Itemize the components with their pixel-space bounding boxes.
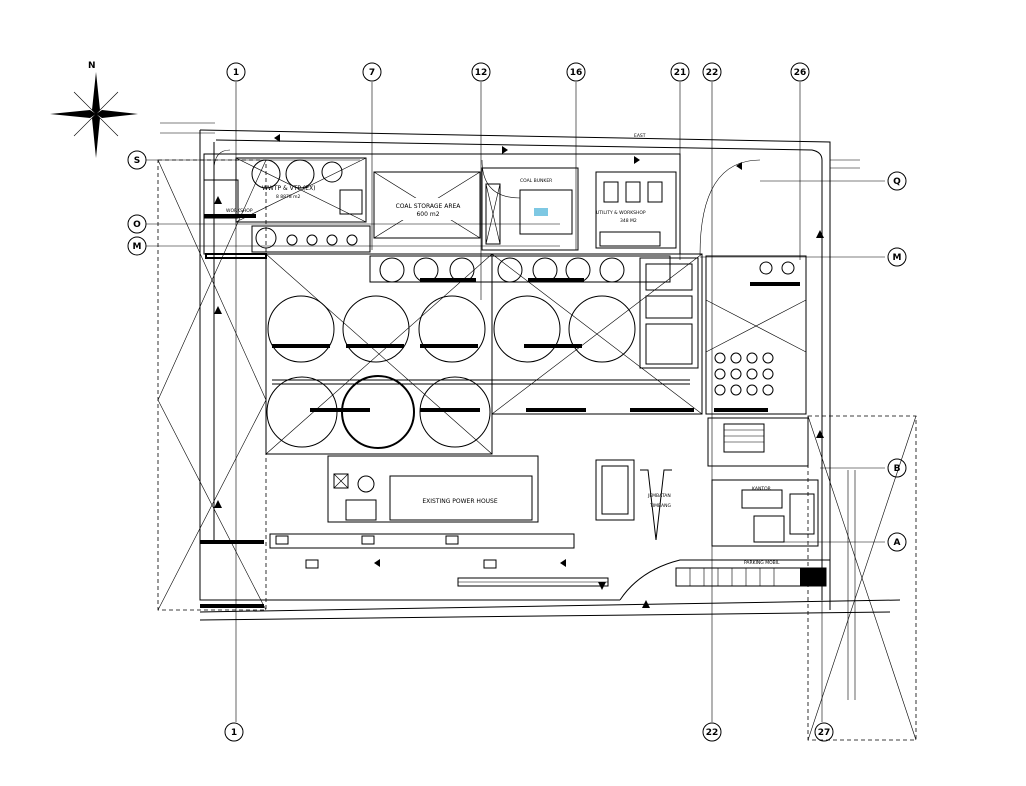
svg-text:A: A <box>894 538 901 548</box>
grid-bubble-bottom-22: 22 <box>702 722 722 742</box>
east-label: EAST <box>634 133 646 139</box>
svg-text:21: 21 <box>674 68 687 78</box>
north-label: N <box>88 61 96 71</box>
svg-text:M: M <box>893 253 902 263</box>
grid-bubble-bottom-1: 1 <box>224 722 244 742</box>
parking-motor <box>457 577 609 587</box>
grid-bubble-left-m: M <box>127 236 147 256</box>
parking-mobil: PARKING MOBIL <box>675 560 827 587</box>
coal-storage-label: COAL STORAGE AREA <box>396 203 462 210</box>
grid-bubble-top-26: 26 <box>790 62 810 82</box>
svg-text:22: 22 <box>706 68 719 78</box>
coal-storage-area: COAL STORAGE AREA 600 m2 <box>373 171 481 239</box>
grid-bubble-top-22: 22 <box>702 62 722 82</box>
svg-text:M: M <box>133 242 142 252</box>
kantor-label: KANTOR <box>752 486 771 492</box>
site-boundary <box>157 159 917 741</box>
svg-text:16: 16 <box>570 68 583 78</box>
power-house: EXISTING POWER HOUSE <box>327 455 539 523</box>
wwtp-building: WWTP & VTP (EX) 8 8878 m2 WORKSHOP <box>203 157 371 253</box>
utility-label: UTILITY & WORKSHOP <box>596 210 646 216</box>
grid-bubble-right-q: Q <box>887 171 907 191</box>
svg-text:Q: Q <box>893 177 901 187</box>
parking-mobil-label: PARKING MOBIL <box>744 560 780 566</box>
coal-storage-area-label: 600 m2 <box>416 211 439 218</box>
timbang-label: TIMBANG <box>649 503 671 509</box>
workshop-left-label: WORKSHOP <box>226 208 253 214</box>
svg-text:12: 12 <box>475 68 488 78</box>
clarifier-tanks <box>265 253 703 455</box>
grid-bubble-bottom-27: 27 <box>814 722 834 742</box>
weighbridge: JEMBATAN TIMBANG <box>595 459 672 541</box>
north-arrow-icon: N <box>50 61 138 158</box>
svg-text:7: 7 <box>369 68 375 78</box>
process-equipment-right <box>639 255 809 467</box>
wwtp-area-label: 8 8878 m2 <box>276 194 301 200</box>
coal-bunker-label: COAL BUNKER <box>520 178 552 184</box>
svg-text:26: 26 <box>794 68 807 78</box>
svg-text:1: 1 <box>233 68 239 78</box>
grid-bubble-top-1: 1 <box>226 62 246 82</box>
coal-bunker: COAL BUNKER <box>481 167 579 251</box>
svg-text:O: O <box>133 220 141 230</box>
grid-bubble-left-o: O <box>127 214 147 234</box>
grid-bubble-right-m: M <box>887 247 907 267</box>
grid-bubble-right-b: B <box>887 458 907 478</box>
tank-row-top <box>369 255 671 283</box>
utility-area-label: 348 M2 <box>620 218 637 224</box>
grid-bubble-top-21: 21 <box>670 62 690 82</box>
grid-axes <box>146 82 885 722</box>
kantor-building: KANTOR <box>711 479 819 547</box>
perimeter-road: EAST <box>160 122 901 700</box>
grid-bubble-top-16: 16 <box>566 62 586 82</box>
grid-bubble-top-7: 7 <box>362 62 382 82</box>
power-house-label: EXISTING POWER HOUSE <box>422 498 498 505</box>
jembatan-label: JEMBATAN <box>647 493 671 499</box>
traffic-arrows <box>214 134 824 608</box>
svg-text:1: 1 <box>231 728 237 738</box>
grid-bubble-left-s: S <box>127 150 147 170</box>
svg-text:22: 22 <box>706 728 719 738</box>
grid-bubble-top-12: 12 <box>471 62 491 82</box>
svg-text:B: B <box>894 464 901 474</box>
wwtp-label: WWTP & VTP (EX) <box>262 185 316 192</box>
utility-workshop: UTILITY & WORKSHOP 348 M2 <box>595 171 677 249</box>
svg-text:27: 27 <box>818 728 831 738</box>
grid-bubble-right-a: A <box>887 532 907 552</box>
svg-text:S: S <box>134 156 140 166</box>
internal-road-lower <box>200 533 575 608</box>
